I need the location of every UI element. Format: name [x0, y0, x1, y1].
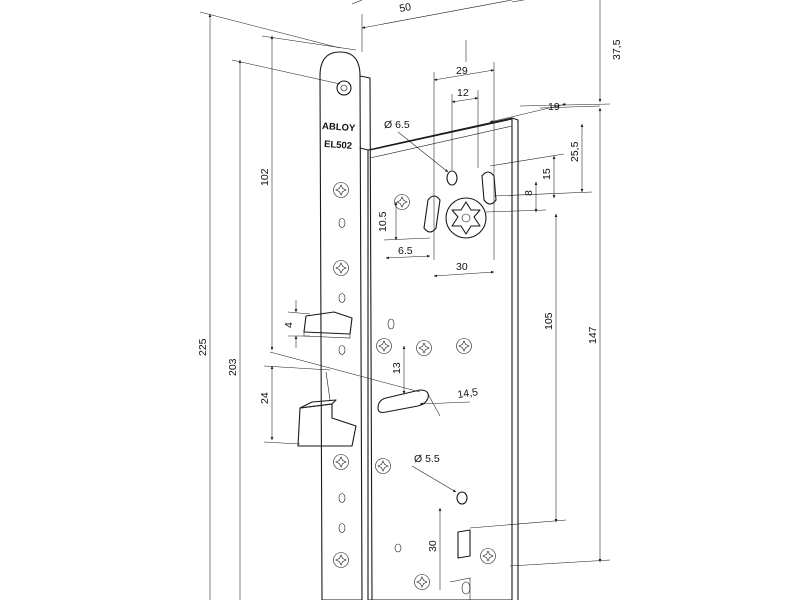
- dim-label-15: 15: [541, 168, 553, 180]
- dim-label-225: 225: [197, 338, 209, 356]
- dim-label-30-bottom: 30: [427, 540, 439, 552]
- auxiliary-latch: [303, 311, 353, 339]
- dim-label-4: 4: [283, 322, 295, 328]
- lower-screws: [375, 458, 496, 595]
- dim-label-37-5: 37,5: [611, 39, 623, 60]
- dim-label-29: 29: [456, 65, 468, 77]
- dimension-labels: 50 37,5 29 12 19 Ø 6.5 25,5 15 8 10.5 6.…: [197, 1, 623, 552]
- dim-label-25-5: 25,5: [569, 141, 581, 162]
- dim-label-13: 13: [391, 362, 403, 374]
- dim-label-203: 203: [227, 358, 239, 376]
- fixing-holes-upper: [394, 170, 497, 233]
- dim-label-30-top: 30: [456, 261, 468, 273]
- dim-label-12: 12: [457, 87, 469, 99]
- dim-label-105: 105: [543, 312, 555, 330]
- model-name: EL502: [324, 139, 353, 152]
- face-plate: [319, 51, 373, 600]
- dim-label-14-5: 14,5: [457, 386, 479, 401]
- dim-label-8: 8: [523, 190, 535, 196]
- dimension-lines: [199, 0, 611, 600]
- latch-bolt: [297, 371, 357, 447]
- dim-label-147: 147: [587, 326, 599, 344]
- spindle-follower: [445, 197, 487, 239]
- lock-case: [359, 117, 519, 600]
- dim-label-19: 19: [548, 101, 560, 113]
- dim-label-hole-5-5: Ø 5.5: [414, 453, 440, 465]
- middle-screws: [376, 318, 472, 414]
- dim-label-10-5: 10.5: [377, 211, 389, 232]
- brand-name: ABLOY: [322, 121, 357, 134]
- dim-label-102: 102: [259, 168, 271, 186]
- dim-label-6-5: 6.5: [398, 245, 413, 257]
- face-plate-screws: [333, 182, 349, 568]
- dim-label-50: 50: [398, 1, 412, 15]
- dim-label-24: 24: [259, 392, 271, 404]
- dim-label-hole-6-5: Ø 6.5: [384, 119, 410, 131]
